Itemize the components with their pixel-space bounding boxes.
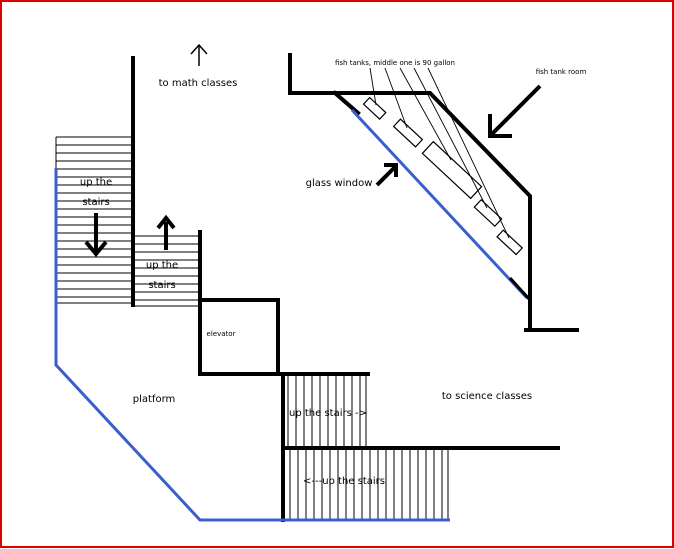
glass-window-arrow-icon: [375, 163, 398, 187]
middle-stairs-label-line2: stairs: [148, 280, 175, 291]
upper-stair-treads: [287, 376, 367, 446]
fish-tank-90-gallon: [421, 140, 483, 200]
platform-label: platform: [133, 394, 176, 405]
fish-tank: [362, 96, 387, 121]
to-math-label: to math classes: [159, 78, 238, 89]
lower-stair-treads: [289, 450, 449, 520]
up-stairs-left-label: <---up the stairs: [303, 476, 385, 487]
glass-window-label: glass window: [306, 178, 373, 189]
fish-tank: [496, 229, 524, 256]
fish-tanks: [362, 96, 524, 256]
fish-room-arrow-icon: [488, 84, 542, 138]
left-stairs-label-line2: stairs: [82, 197, 109, 208]
glass-walls: [54, 108, 529, 522]
fish-tank-leader-lines: [369, 67, 510, 239]
elevator-label: elevator: [207, 330, 236, 338]
left-stairs-label-line1: up the: [80, 177, 112, 188]
walls: [131, 53, 579, 522]
room-corner-wall: [508, 276, 532, 302]
up-arrow-icon: [156, 214, 176, 250]
fish-tank: [392, 118, 424, 148]
to-science-label: to science classes: [442, 391, 532, 402]
fish-tanks-label: fish tanks, middle one is 90 gallon: [335, 59, 455, 67]
fish-tank-room-label: fish tank room: [536, 68, 587, 76]
up-arrow-outline-icon: [190, 43, 208, 66]
down-arrow-icon: [84, 213, 108, 258]
up-stairs-right-label: up the stairs ->: [289, 408, 367, 419]
fish-tank: [473, 198, 503, 228]
middle-stairs-label-line1: up the: [146, 260, 178, 271]
